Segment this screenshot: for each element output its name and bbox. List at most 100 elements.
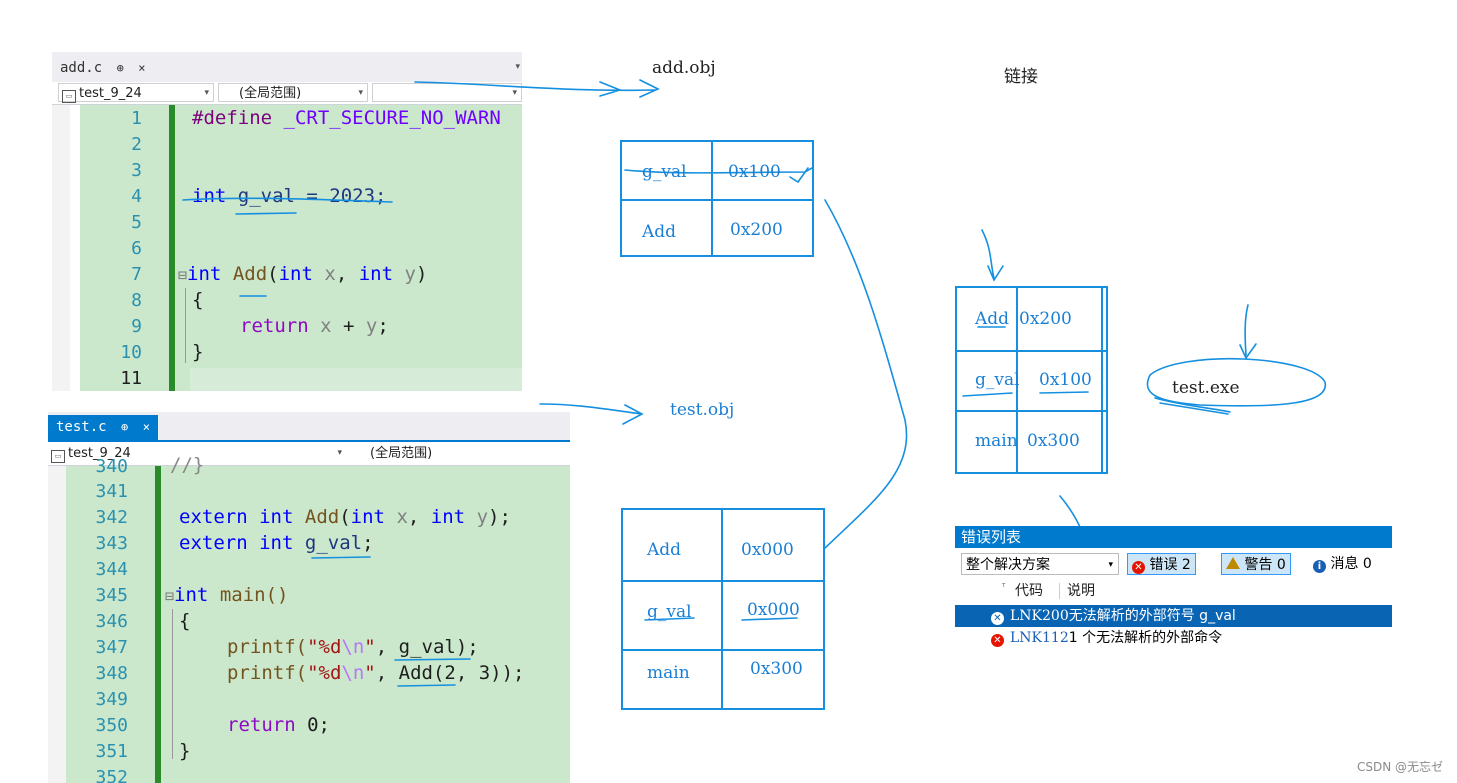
row-divider <box>957 350 1106 352</box>
add-c-tabbar: add.c ⊕ × ▾ <box>52 52 522 82</box>
chevron-down-icon: ▾ <box>512 88 517 98</box>
address-cell: 0x200 <box>1019 309 1072 329</box>
underline-extern-g-val <box>311 556 371 559</box>
underline-g-val <box>235 212 297 215</box>
line-number: 346 <box>95 611 128 632</box>
code-line-345: ⊟int main() <box>165 584 289 606</box>
line-number: 6 <box>131 238 142 259</box>
tab-add-c[interactable]: add.c ⊕ × <box>52 55 154 82</box>
address-cell: 0x200 <box>730 220 783 240</box>
symbol-cell: Add <box>642 222 677 242</box>
code-line-9: return x + y; <box>240 315 389 337</box>
line-number: 2 <box>131 134 142 155</box>
fold-guide <box>185 288 186 363</box>
address-cell: 0x000 <box>741 540 794 560</box>
line-number: 4 <box>131 186 142 207</box>
test-c-tabbar: test.c ⊕ × <box>48 412 570 442</box>
line-number: 5 <box>131 212 142 233</box>
line-number: 343 <box>95 533 128 554</box>
error-list-title: 错误列表 <box>955 526 1392 548</box>
address-cell: 0x300 <box>750 659 803 679</box>
code-line-7: ⊟int Add(int x, int y) <box>178 263 428 285</box>
change-bar <box>169 105 175 391</box>
info-icon: i <box>1313 560 1326 573</box>
address-cell: 0x000 <box>747 600 800 620</box>
pin-icon[interactable]: ⊕ <box>121 420 129 434</box>
column-header-code[interactable]: 代码 <box>1015 583 1043 599</box>
col-divider <box>721 510 723 708</box>
fold-guide <box>172 609 173 759</box>
scope-dropdown[interactable]: 整个解决方案 ▾ <box>961 553 1119 575</box>
change-bar <box>155 466 161 783</box>
error-list-columns: ᵀ 代码 说明 <box>955 580 1392 602</box>
chevron-down-icon: ▾ <box>1108 560 1113 570</box>
errors-filter-button[interactable]: ✕ 错误 2 <box>1127 553 1196 575</box>
chevron-down-icon: ▾ <box>358 88 363 98</box>
address-cell: 0x100 <box>1039 370 1092 390</box>
project-combo[interactable]: ▭test_9_24 ▾ <box>48 444 346 463</box>
line-number: 352 <box>95 767 128 783</box>
link-label: 链接 <box>1004 67 1038 87</box>
column-divider <box>1059 583 1060 599</box>
line-number: 7 <box>131 264 142 285</box>
line-number: 344 <box>95 559 128 580</box>
add-c-editor: add.c ⊕ × ▾ ▭test_9_24 ▾ (全局范围) ▾ ▾ 1 2 … <box>52 52 522 391</box>
error-list-panel: 错误列表 整个解决方案 ▾ ✕ 错误 2 警告 0 i 消息 0 ᵀ 代码 说明… <box>955 526 1392 733</box>
code-line-8: { <box>192 289 204 311</box>
col-divider <box>711 142 713 255</box>
test-obj-label: test.obj <box>670 400 735 420</box>
code-line-4: int g_val = 2023; <box>192 185 387 207</box>
symbol-cell: Add <box>975 309 1010 329</box>
line-number: 350 <box>95 715 128 736</box>
project-icon: ▭ <box>62 90 76 103</box>
line-number: 351 <box>95 741 128 762</box>
symbol-cell: Add <box>647 540 682 560</box>
scope-combo[interactable]: (全局范围) <box>352 444 570 463</box>
underline-printf-g-val <box>394 658 471 661</box>
code-area <box>66 466 570 783</box>
line-number: 342 <box>95 507 128 528</box>
strike-line-4 <box>182 197 393 203</box>
line-number: 3 <box>131 160 142 181</box>
close-icon[interactable]: × <box>142 420 150 434</box>
indicator-margin <box>52 105 70 391</box>
row-divider <box>957 410 1106 412</box>
row-divider <box>623 649 823 651</box>
messages-filter-button[interactable]: i 消息 0 <box>1309 553 1376 575</box>
line-number: 341 <box>95 481 128 502</box>
row-divider <box>622 199 812 201</box>
address-cell: 0x300 <box>1027 431 1080 451</box>
error-row[interactable]: ✕LNK200无法解析的外部符号 g_val <box>955 605 1392 627</box>
column-header-desc[interactable]: 说明 <box>1067 583 1095 599</box>
close-icon[interactable]: × <box>138 61 146 75</box>
address-cell: 0x100 <box>728 162 781 182</box>
sort-icon[interactable]: ᵀ <box>1002 583 1006 593</box>
code-line-346: { <box>179 610 191 632</box>
pin-icon[interactable]: ⊕ <box>116 61 124 75</box>
project-combo[interactable]: ▭test_9_24 ▾ <box>58 83 214 103</box>
dropdown-arrow-icon[interactable]: ▾ <box>515 62 520 72</box>
line-number: 8 <box>131 290 142 311</box>
arrow-down-linked <box>981 229 1004 282</box>
ellipse-exe <box>1146 357 1326 407</box>
warnings-filter-button[interactable]: 警告 0 <box>1221 553 1291 575</box>
chevron-down-icon: ▾ <box>337 448 342 458</box>
test-c-editor: test.c ⊕ × ▭test_9_24 ▾ (全局范围) 340 341 3… <box>48 412 570 783</box>
underline-linked-addr <box>1039 391 1089 394</box>
col-divider <box>1101 288 1103 472</box>
symbol-cell: g_val <box>647 602 692 622</box>
scope-combo[interactable]: (全局范围) ▾ <box>218 83 368 102</box>
tab-test-c[interactable]: test.c ⊕ × <box>48 415 158 440</box>
code-line-340: //} <box>170 454 205 476</box>
code-line-347: printf("%d\n", g_val); <box>227 636 479 658</box>
row-divider <box>623 580 823 582</box>
arrow-to-test-obj <box>539 403 644 425</box>
error-row[interactable]: ✕LNK1121 个无法解析的外部命令 <box>955 627 1392 649</box>
collapse-icon[interactable]: ⊟ <box>178 266 188 284</box>
error-icon: ✕ <box>991 612 1004 625</box>
line-number: 11 <box>120 368 142 389</box>
collapse-icon[interactable]: ⊟ <box>165 587 175 605</box>
line-number: 345 <box>95 585 128 606</box>
underline-test-g-val <box>644 617 695 621</box>
